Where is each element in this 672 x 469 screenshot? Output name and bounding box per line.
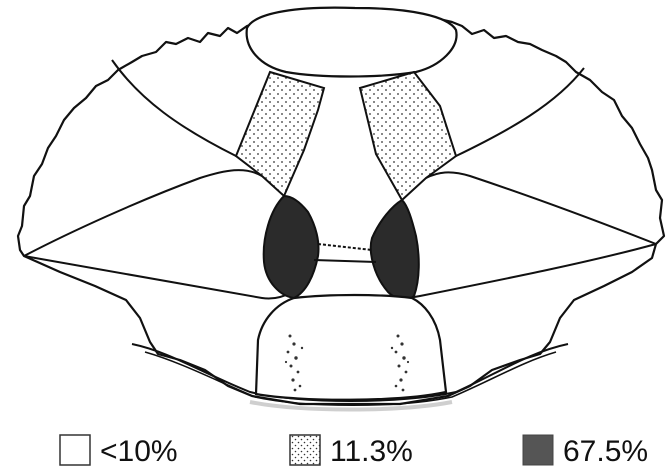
legend-item-mid: 11.3% xyxy=(290,435,413,468)
legend-label-high: 67.5% xyxy=(563,435,648,468)
legend-swatch-dark xyxy=(523,435,553,465)
legend-swatch-stippled xyxy=(290,435,320,465)
legend-label-low: <10% xyxy=(100,435,178,468)
legend-swatch-open xyxy=(60,435,90,465)
legend: <10% 11.3% 67.5% xyxy=(60,435,648,468)
legend-item-low: <10% xyxy=(60,435,178,468)
legend-label-mid: 11.3% xyxy=(330,435,413,468)
lower-central-plate xyxy=(256,295,446,400)
top-oval xyxy=(247,8,457,77)
legend-item-high: 67.5% xyxy=(523,435,648,468)
